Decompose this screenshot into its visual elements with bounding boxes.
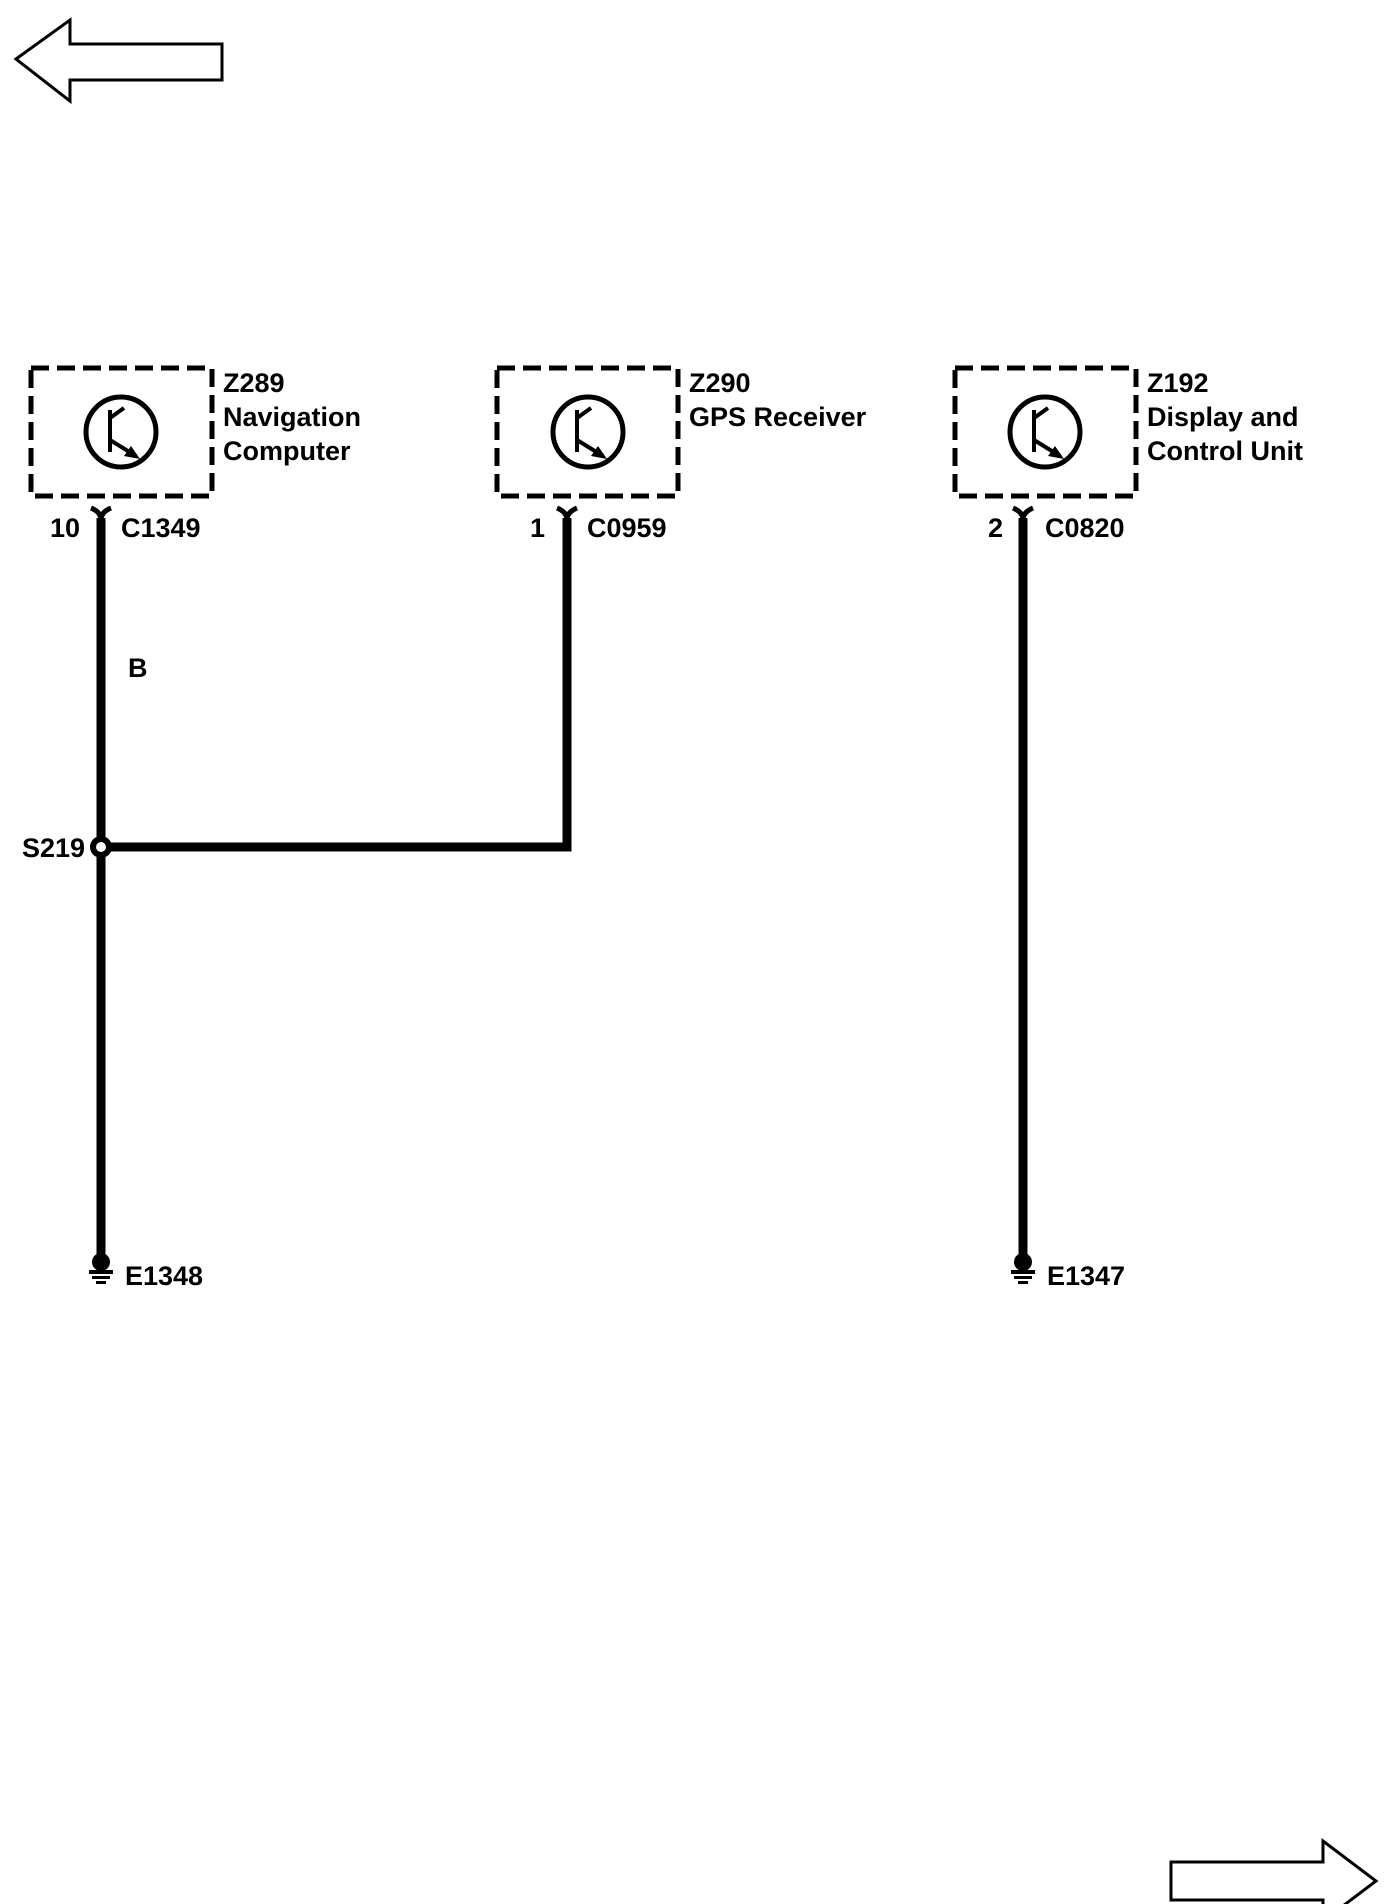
ground-icon [1011,1253,1035,1284]
splice-label: S219 [22,833,85,863]
next-page-button[interactable] [1169,1837,1379,1904]
component-id: Z290 [689,368,751,398]
component-box [28,365,215,499]
ground-label: E1347 [1047,1261,1125,1291]
connector-id: C1349 [121,513,201,543]
pin-number: 10 [50,513,80,543]
pin-number: 2 [988,513,1003,543]
pin-number: 1 [530,513,545,543]
wires [96,518,1028,1262]
connector-id: C0820 [1045,513,1125,543]
component-z192: Z192 Display and Control Unit 2 C0820 [952,365,1303,543]
transistor-icon [1007,394,1083,470]
component-box [494,365,681,499]
component-z290: Z290 GPS Receiver 1 C0959 [494,365,867,543]
component-id: Z289 [223,368,285,398]
component-z289: Z289 Navigation Computer 10 C1349 [28,365,361,543]
right-arrow-icon [1169,1837,1379,1904]
splice-s219: S219 [22,833,112,863]
ground-e1347: E1347 [1011,1253,1125,1291]
previous-page-button[interactable] [13,17,224,105]
ground-e1348: E1348 [89,1253,203,1291]
wire-z290-to-splice [101,518,572,852]
left-arrow-icon [13,17,224,105]
transistor-icon [550,394,626,470]
ground-label: E1348 [125,1261,203,1291]
component-name-line1: GPS Receiver [689,402,867,432]
ground-icon [89,1253,113,1284]
component-name-line2: Control Unit [1147,436,1303,466]
component-name-line2: Computer [223,436,351,466]
wire-color-label: B [128,653,148,683]
component-name-line1: Navigation [223,402,361,432]
component-box [952,365,1139,499]
component-name-line1: Display and [1147,402,1299,432]
transistor-icon [83,394,159,470]
component-id: Z192 [1147,368,1209,398]
connector-id: C0959 [587,513,667,543]
